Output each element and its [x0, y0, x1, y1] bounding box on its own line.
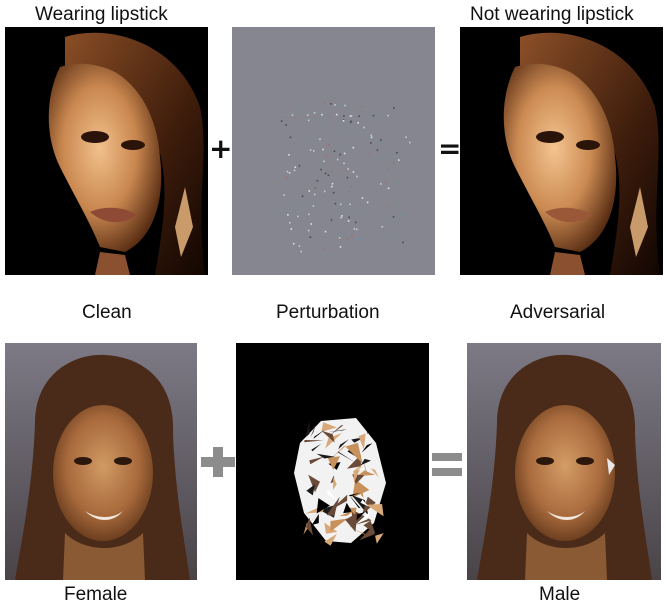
adversarial-face-image-top: [460, 27, 663, 275]
label-not-wearing-lipstick: Not wearing lipstick: [470, 4, 634, 25]
perturbation-image-bottom: [236, 343, 429, 580]
label-female: Female: [64, 584, 128, 605]
clean-face-image-bottom: [5, 343, 197, 580]
label-perturbation: Perturbation: [276, 302, 380, 323]
equals-symbol-bottom: [432, 453, 462, 477]
clean-face-image-top: [5, 27, 208, 275]
perturbation-noise-image-top: [232, 27, 435, 275]
label-adversarial: Adversarial: [510, 302, 606, 323]
label-male: Male: [539, 584, 581, 605]
adversarial-face-image-bottom: [467, 343, 661, 580]
plus-symbol-bottom: [201, 447, 235, 477]
plus-symbol-top: +: [209, 132, 233, 165]
equals-symbol-top: =: [438, 132, 462, 165]
label-wearing-lipstick: Wearing lipstick: [35, 4, 168, 25]
label-clean: Clean: [82, 302, 132, 323]
